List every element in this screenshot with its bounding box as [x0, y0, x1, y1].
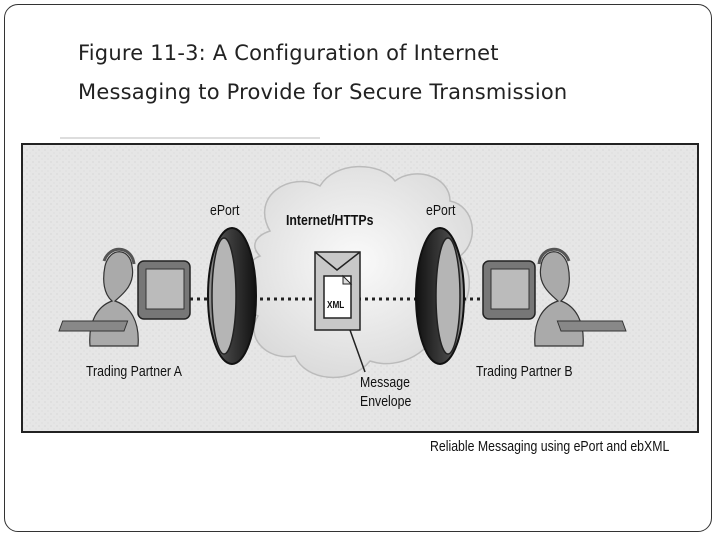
- message-envelope-icon: [314, 251, 361, 331]
- diagram-canvas: [21, 137, 699, 433]
- eport-left-ring: [207, 227, 257, 365]
- messaging-diagram: Internet/HTTPs ePort ePort XML Trading P…: [20, 136, 700, 466]
- trading-partner-a-icon: [58, 247, 191, 347]
- envelope-label-line-2: Envelope: [360, 393, 412, 410]
- title-line-2: Messaging to Provide for Secure Transmis…: [78, 80, 568, 104]
- eport-left-label: ePort: [210, 202, 240, 219]
- slide-frame: [4, 4, 712, 532]
- eport-right-label: ePort: [426, 202, 456, 219]
- cloud-label: Internet/HTTPs: [286, 212, 374, 229]
- eport-right-ring: [415, 227, 465, 365]
- partner-a-label: Trading Partner A: [86, 363, 182, 380]
- envelope-doc-label: XML: [327, 300, 345, 311]
- title-line-1: Figure 11-3: A Configuration of Internet: [78, 41, 499, 65]
- trading-partner-b-icon: [482, 247, 627, 347]
- envelope-pointer: [349, 329, 366, 373]
- diagram-caption: Reliable Messaging using ePort and ebXML: [430, 438, 670, 455]
- slide-title: Figure 11-3: A Configuration of Internet…: [78, 34, 678, 112]
- partner-b-label: Trading Partner B: [476, 363, 573, 380]
- envelope-label-line-1: Message: [360, 374, 410, 391]
